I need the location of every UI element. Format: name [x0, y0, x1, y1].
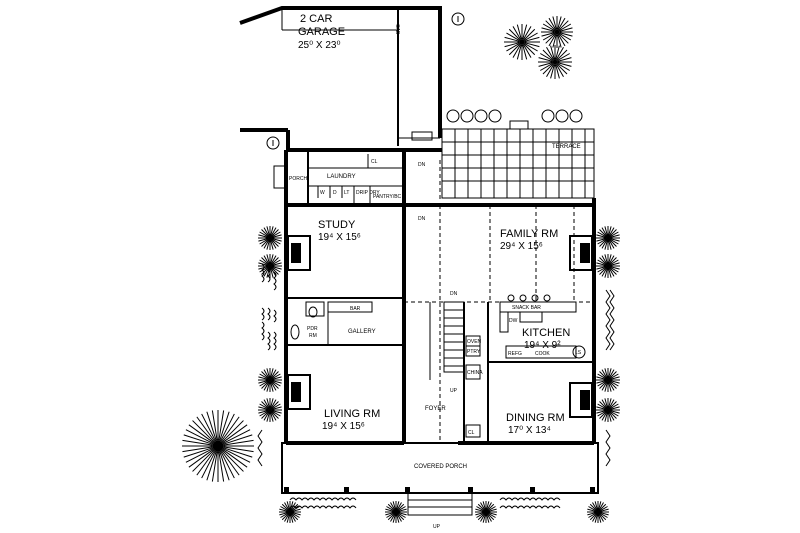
powder-room-label-2: RM: [309, 333, 317, 339]
kitchen-fittings: [465, 294, 586, 438]
snack-bar-label: SNACK BAR: [512, 305, 541, 311]
covered-porch: [281, 442, 599, 516]
shrub-icon: [538, 45, 572, 79]
hedge-icon: [257, 263, 615, 509]
dining-room-label: DINING RM: [506, 412, 565, 424]
shrub-icon: [475, 501, 497, 523]
shrub-icon: [258, 398, 282, 422]
terrace-planters: [446, 109, 583, 123]
kitchen-dimensions: 19⁴ X 9²: [524, 340, 561, 351]
stair-down-label: DN: [450, 291, 458, 297]
terrace: [441, 120, 595, 199]
cooktop-label: COOK: [535, 351, 550, 357]
shrubs-icon: [182, 16, 620, 523]
foyer-closet-label: CL: [468, 430, 475, 436]
pantry-label: PANTRY/BC: [373, 194, 402, 200]
covered-porch-label: COVERED PORCH: [414, 464, 467, 470]
shrub-icon: [596, 226, 620, 250]
living-room-label: LIVING RM: [324, 408, 380, 420]
shrub-icon: [587, 501, 609, 523]
refrigerator-label: REFG: [508, 351, 522, 357]
stair-down-label-mid: DN: [418, 216, 426, 222]
lazy-susan-label: LS: [575, 350, 582, 356]
oven-label: OVEN: [467, 339, 482, 345]
shrub-icon: [258, 226, 282, 250]
gallery-label: GALLERY: [348, 329, 376, 335]
shrub-icon: [596, 254, 620, 278]
laundry-label: LAUNDRY: [327, 174, 356, 180]
drip-dry-label: DRIP DRY: [356, 190, 380, 196]
garage-cabinet-label: CAB: [394, 24, 400, 35]
laundry-sink-label: LT: [344, 190, 349, 196]
shrub-icon: [182, 410, 254, 482]
shrub-icon: [541, 16, 573, 48]
garage-label-2: GARAGE: [298, 26, 345, 38]
stair-up-label: UP: [450, 388, 458, 394]
shrub-icon: [258, 368, 282, 392]
utility-marker-icon: [451, 12, 465, 26]
bar-and-powder-room: [290, 301, 373, 345]
porch-up-label: UP: [433, 524, 441, 530]
garage-dimensions: 25⁰ X 23⁰: [298, 40, 341, 51]
living-room-dimensions: 19⁴ X 15⁶: [322, 421, 365, 432]
washer-label: W: [320, 190, 325, 196]
fireplaces: [287, 235, 593, 418]
bar-label: BAR: [350, 306, 361, 312]
shrub-icon: [596, 368, 620, 392]
dryer-label: D: [333, 190, 337, 196]
study-label: STUDY: [318, 219, 356, 231]
garage-label-1: 2 CAR: [300, 13, 332, 25]
laundry-closet-label: CL: [371, 159, 378, 165]
dining-room-dimensions: 17⁰ X 13⁴: [508, 425, 551, 436]
china-label: CHINA: [467, 370, 483, 376]
dishwasher-label: DW: [509, 318, 518, 324]
shrub-icon: [279, 501, 301, 523]
shrub-icon: [596, 398, 620, 422]
study-dimensions: 19⁴ X 15⁶: [318, 232, 361, 243]
garage: [239, 6, 442, 150]
porch-label: PORCH: [289, 176, 307, 182]
shrub-icon: [385, 501, 407, 523]
side-utility-marker-icon: [266, 136, 280, 150]
pantry-small-label: PTRY: [467, 349, 481, 355]
terrace-label: TERRACE: [552, 144, 581, 150]
shrub-icon: [504, 24, 540, 60]
powder-room-label-1: PDR: [307, 326, 318, 332]
family-room-dimensions: 29⁴ X 15⁶: [500, 241, 543, 252]
family-room-label: FAMILY RM: [500, 228, 558, 240]
stair-down-label-top: DN: [418, 162, 426, 168]
kitchen-label: KITCHEN: [522, 327, 570, 339]
staircase: [429, 301, 465, 380]
foyer-label: FOYER: [425, 406, 446, 412]
